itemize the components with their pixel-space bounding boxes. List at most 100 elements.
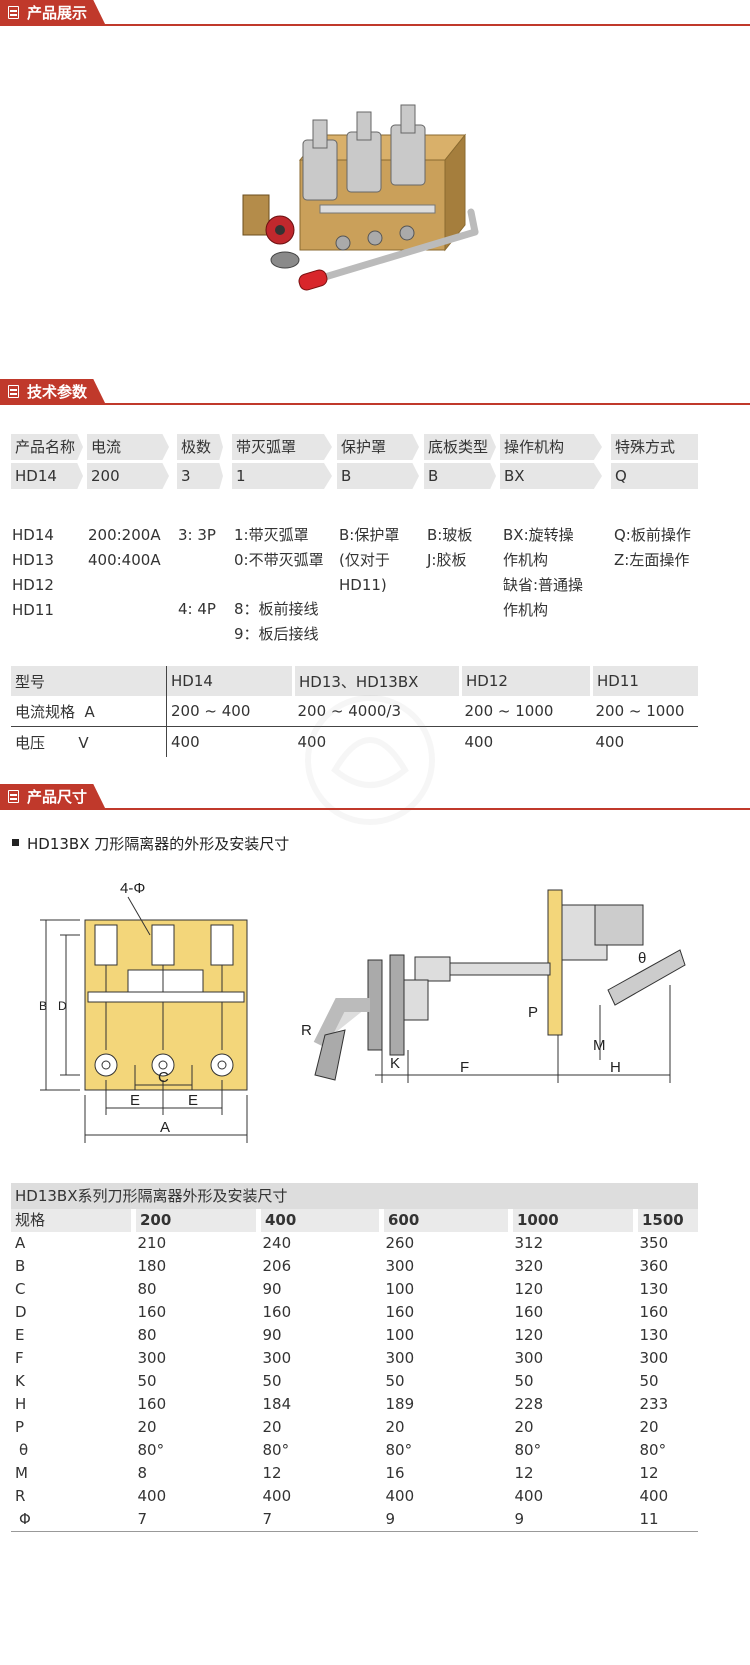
side-view-diagram: R K F P M H θ [301,889,686,1083]
param-header: 特殊方式 [611,434,698,460]
table-cell: 400 [514,1487,544,1505]
table-cell: 80° [514,1441,542,1459]
table-header-cell: 1000 [508,1209,636,1232]
table-cell: 200 ~ 1000 [460,696,592,727]
row-label: D [15,1303,27,1321]
param-value: 3 [177,463,223,489]
table-cell: 240 [262,1234,292,1252]
section-header-size: 产品尺寸 [0,784,750,810]
table-header-row: 规格 200 400 600 1000 1500 [11,1209,698,1232]
table-cell: 12 [262,1464,282,1482]
table-cell: 400 [639,1487,669,1505]
section-header-display: 产品展示 [0,0,750,26]
table-cell: 233 [639,1395,669,1413]
row-label: M [15,1464,28,1482]
table-cell: 160 [262,1303,292,1321]
explain-poles-4: 4: 4P [178,600,216,618]
row-label: R [15,1487,26,1505]
table-cell: 8 [137,1464,148,1482]
table-cell: 206 [262,1257,292,1275]
table-cell: 20 [385,1418,405,1436]
param-value: HD14 [11,463,83,489]
table-cell: 50 [137,1372,157,1390]
param-header: 极数 [177,434,223,460]
param-value: B [337,463,419,489]
table-cell: 80 [137,1326,157,1344]
table-cell: 400 [297,733,327,751]
svg-text:H: H [610,1059,621,1076]
product-image [242,104,479,291]
table-title-row: HD13BX系列刀形隔离器外形及安装尺寸 [11,1183,698,1209]
param-value: 1 [232,463,332,489]
table-cell: 50 [262,1372,282,1390]
dimension-table: HD13BX系列刀形隔离器外形及安装尺寸 规格 200 400 600 1000… [11,1183,698,1532]
table-cell: 300 [137,1349,167,1367]
svg-text:E: E [130,1092,140,1109]
table-cell: 12 [639,1464,659,1482]
table-cell: 120 [514,1280,544,1298]
svg-text:F: F [460,1059,469,1076]
param-value: BX [500,463,602,489]
side-mechanism [242,194,300,269]
table-cell: 160 [639,1303,669,1321]
param-value: Q [611,463,698,489]
table-cell: 160 [385,1303,415,1321]
table-cell: 120 [514,1326,544,1344]
param-value: B [424,463,496,489]
table-cell: 90 [262,1280,282,1298]
table-cell: 100 [385,1280,415,1298]
table-header-row: 型号 HD14 HD13、HD13BX HD12 HD11 [11,666,698,696]
table-cell: 320 [514,1257,544,1275]
table-cell: 360 [639,1257,669,1275]
table-cell: 400 [464,733,494,751]
row-label: A [15,1234,26,1252]
table-cell: 90 [262,1326,282,1344]
table-cell: 130 [639,1280,669,1298]
row-label: B [15,1257,26,1275]
front-view-diagram: 4-Φ B D C E E A [39,880,248,1143]
row-label: θ [19,1441,29,1459]
row-label: Φ [11,1508,134,1532]
param-value: 200 [87,463,169,489]
svg-text:4-Φ: 4-Φ [120,880,145,897]
spec-table: 型号 HD14 HD13、HD13BX HD12 HD11 电流规格 A 200… [11,666,698,757]
row-label: F [15,1349,24,1367]
table-cell: 12 [514,1464,534,1482]
operating-handle [298,208,479,291]
row-label: C [15,1280,26,1298]
table-cell: 80° [137,1441,165,1459]
table-cell: 电压 V [11,726,167,757]
table-cell: 300 [385,1349,415,1367]
table-cell: 9 [381,1508,511,1532]
table-cell: 400 [137,1487,167,1505]
table-cell: 20 [514,1418,534,1436]
table-cell: 200 ~ 1000 [591,696,698,727]
table-cell: 9 [510,1508,636,1532]
table-cell: 184 [262,1395,292,1413]
watermark-logo [305,695,435,825]
explain-operation: BX:旋转操作机构缺省:普通操作机构 [503,526,584,619]
param-header: 电流 [87,434,169,460]
table-header-cell: 200 [131,1209,259,1232]
dimension-title: HD13BX 刀形隔离器的外形及安装尺寸 [12,833,289,854]
table-cell: 7 [258,1508,382,1532]
param-header: 底板类型 [424,434,496,460]
table-header-cell: HD13、HD13BX [292,666,461,696]
table-cell: 50 [639,1372,659,1390]
table-header-cell: 600 [379,1209,511,1232]
table-cell: 350 [639,1234,669,1252]
svg-text:R: R [301,1022,312,1039]
section-title: 产品尺寸 [27,788,88,806]
